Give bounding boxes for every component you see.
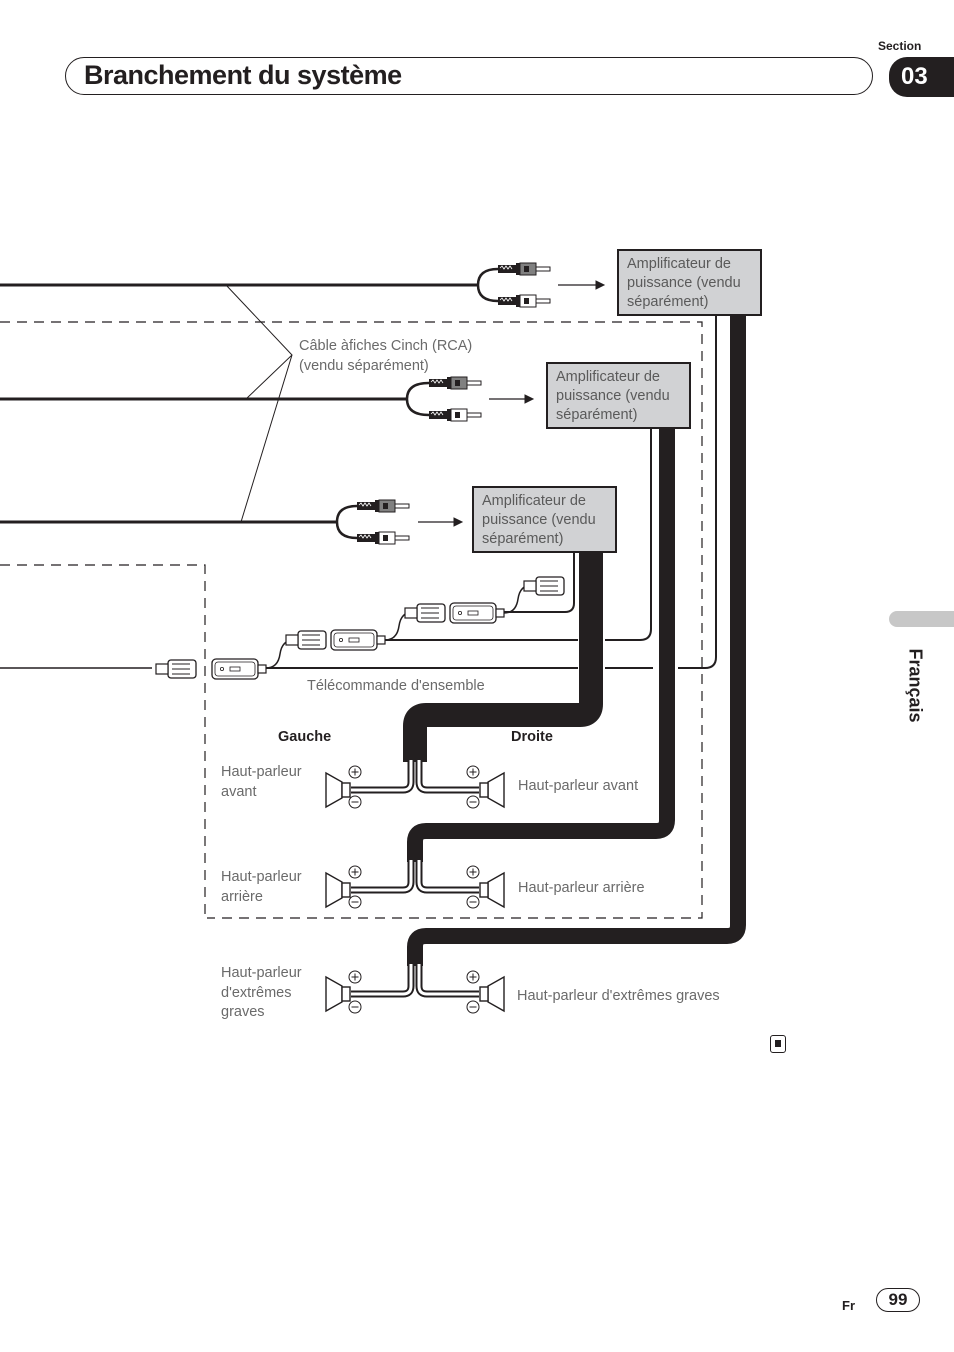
dashed-boundary-lower	[0, 564, 206, 918]
end-of-section-icon	[770, 1035, 786, 1053]
arrow-icon	[418, 280, 606, 527]
speaker-rear-right-label: Haut-parleur arrière	[518, 880, 645, 896]
speaker-front-right-label: Haut-parleur avant	[518, 778, 639, 794]
speaker-front-right-icon	[479, 772, 505, 808]
right-heading: Droite	[511, 729, 553, 745]
page-number: 99	[876, 1288, 920, 1312]
amplifier-box-3: Amplificateur de puissance (vendu séparé…	[472, 486, 617, 553]
title-frame	[65, 57, 873, 95]
left-heading: Gauche	[278, 729, 332, 745]
remote-connector-female-2	[330, 629, 386, 651]
speaker-sub-left-label: Haut-parleur d'extrêmes graves	[221, 965, 302, 1020]
footer-language-code: Fr	[842, 1298, 855, 1313]
section-label: Section	[878, 39, 922, 53]
language-tab-marker	[889, 611, 954, 627]
amplifier-box-1: Amplificateur de puissance (vendu séparé…	[617, 249, 762, 316]
rca-plugs-2	[405, 376, 482, 422]
remote-wire-2	[380, 428, 652, 641]
speaker-rear-left-icon	[325, 872, 351, 908]
speaker-front-left-label: Haut-parleur avant	[221, 764, 302, 800]
speaker-trunk-front	[403, 551, 603, 762]
remote-connector-female-1	[211, 658, 267, 680]
remote-connector-male-2	[285, 630, 327, 650]
rca-cable-label: Câble àfiches Cinch (RCA) (vendu séparém…	[299, 338, 473, 374]
speaker-sub-right-icon	[479, 976, 505, 1012]
page-title: Branchement du système	[84, 60, 402, 90]
remote-label: Télécommande d'ensemble	[307, 678, 485, 694]
section-number-badge: 03	[889, 57, 954, 97]
remote-connector-male-3	[404, 603, 446, 623]
speaker-rear-right-icon	[479, 872, 505, 908]
speaker-front-left-icon	[325, 772, 351, 808]
remote-connector-female-3	[449, 602, 505, 624]
speaker-sub-right-label: Haut-parleur d'extrêmes graves	[517, 988, 720, 1004]
remote-connector-male-1	[155, 659, 197, 679]
rca-label-leader	[225, 284, 293, 523]
speaker-rear-left-label: Haut-parleur arrière	[221, 869, 302, 905]
speaker-trunk-sub	[407, 316, 746, 966]
remote-connector-male-4	[523, 576, 565, 596]
remote-wire-3	[497, 551, 575, 613]
amplifier-box-2: Amplificateur de puissance (vendu séparé…	[546, 362, 691, 429]
rca-plugs-3	[335, 499, 410, 545]
speaker-trunk-rear	[407, 428, 675, 862]
speaker-sub-left-icon	[325, 976, 351, 1012]
remote-wire-bus	[266, 316, 717, 669]
rca-plugs-1	[476, 262, 551, 308]
